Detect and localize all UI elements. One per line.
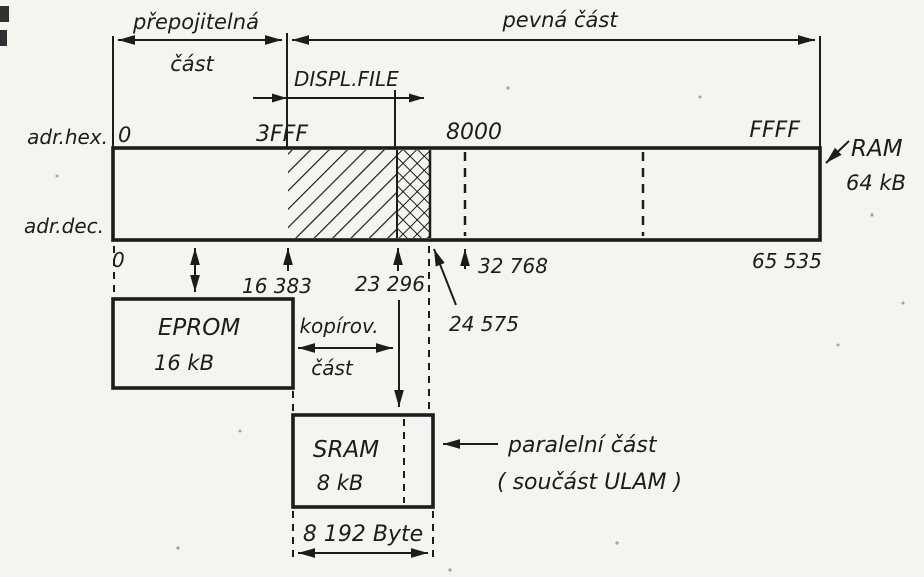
displ-file-hatched-region: [288, 150, 397, 238]
top-dimensions: přepojitelná část pevná část DISPL.FILE: [112, 8, 821, 148]
parallel-note-line2: ( součást ULAM ): [497, 470, 682, 495]
hex-addr-8000: 8000: [446, 120, 502, 145]
sram-group: SRAM 8 kB paralelní část ( součást ULAM …: [291, 413, 682, 509]
displ-file-arrowhead-right: [409, 93, 424, 103]
ram-label-line2: 64 kB: [846, 171, 906, 195]
scan-artifacts: [0, 6, 905, 572]
dec-addr-0: 0: [112, 248, 125, 272]
dec-addr-24575: 24 575: [449, 312, 519, 336]
switchable-part-label-line2: část: [170, 52, 214, 76]
sram-size-label: 8 192 Byte: [303, 522, 423, 547]
copy-part-group: kopírov. část: [292, 246, 430, 412]
dec-addr-32768: 32 768: [478, 254, 548, 278]
decimal-address-row: adr.dec. 0 16 383 23 296 32 768 65 535 2…: [24, 214, 822, 336]
sram-size-dimension: 8 192 Byte: [292, 511, 434, 560]
dec-addr-23296: 23 296: [355, 272, 425, 296]
copy-part-label-line2: část: [311, 356, 354, 380]
arrow-24575: [433, 248, 457, 306]
dec-addr-16383: 16 383: [242, 274, 312, 298]
hex-addr-ffff: FFFF: [749, 118, 800, 143]
copy-part-label-line1: kopírov.: [299, 314, 378, 338]
displ-file-arrowhead-left: [272, 93, 287, 103]
sram-box: [291, 413, 435, 509]
hex-addr-0: 0: [118, 123, 131, 147]
displ-file-label: DISPL.FILE: [294, 67, 399, 91]
ram-label-line1: RAM: [851, 136, 903, 162]
eprom-label-line1: EPROM: [158, 315, 240, 341]
hex-row-label: adr.hex.: [27, 125, 108, 149]
ram-bar-group: adr.hex. 0 3FFF 8000 FFFF RAM 64 kB: [27, 118, 906, 242]
fixed-part-label: pevná část: [501, 8, 618, 32]
dec-row-label: adr.dec.: [24, 214, 104, 238]
hex-addr-3fff: 3FFF: [256, 122, 308, 147]
ram-bar: [111, 146, 822, 242]
eprom-box: [111, 297, 295, 390]
eprom-label-line2: 16 kB: [154, 351, 214, 375]
eprom-group: EPROM 16 kB: [111, 297, 295, 390]
ram-pointer-arrow: [825, 140, 850, 164]
switchable-part-label-line1: přepojitelná: [132, 10, 259, 34]
attribute-crosshatched-region: [397, 150, 430, 238]
sram-label-line2: 8 kB: [317, 471, 364, 495]
dec-addr-65535: 65 535: [752, 249, 822, 273]
sram-label-line1: SRAM: [313, 437, 379, 463]
parallel-note-line1: paralelní část: [507, 433, 658, 458]
